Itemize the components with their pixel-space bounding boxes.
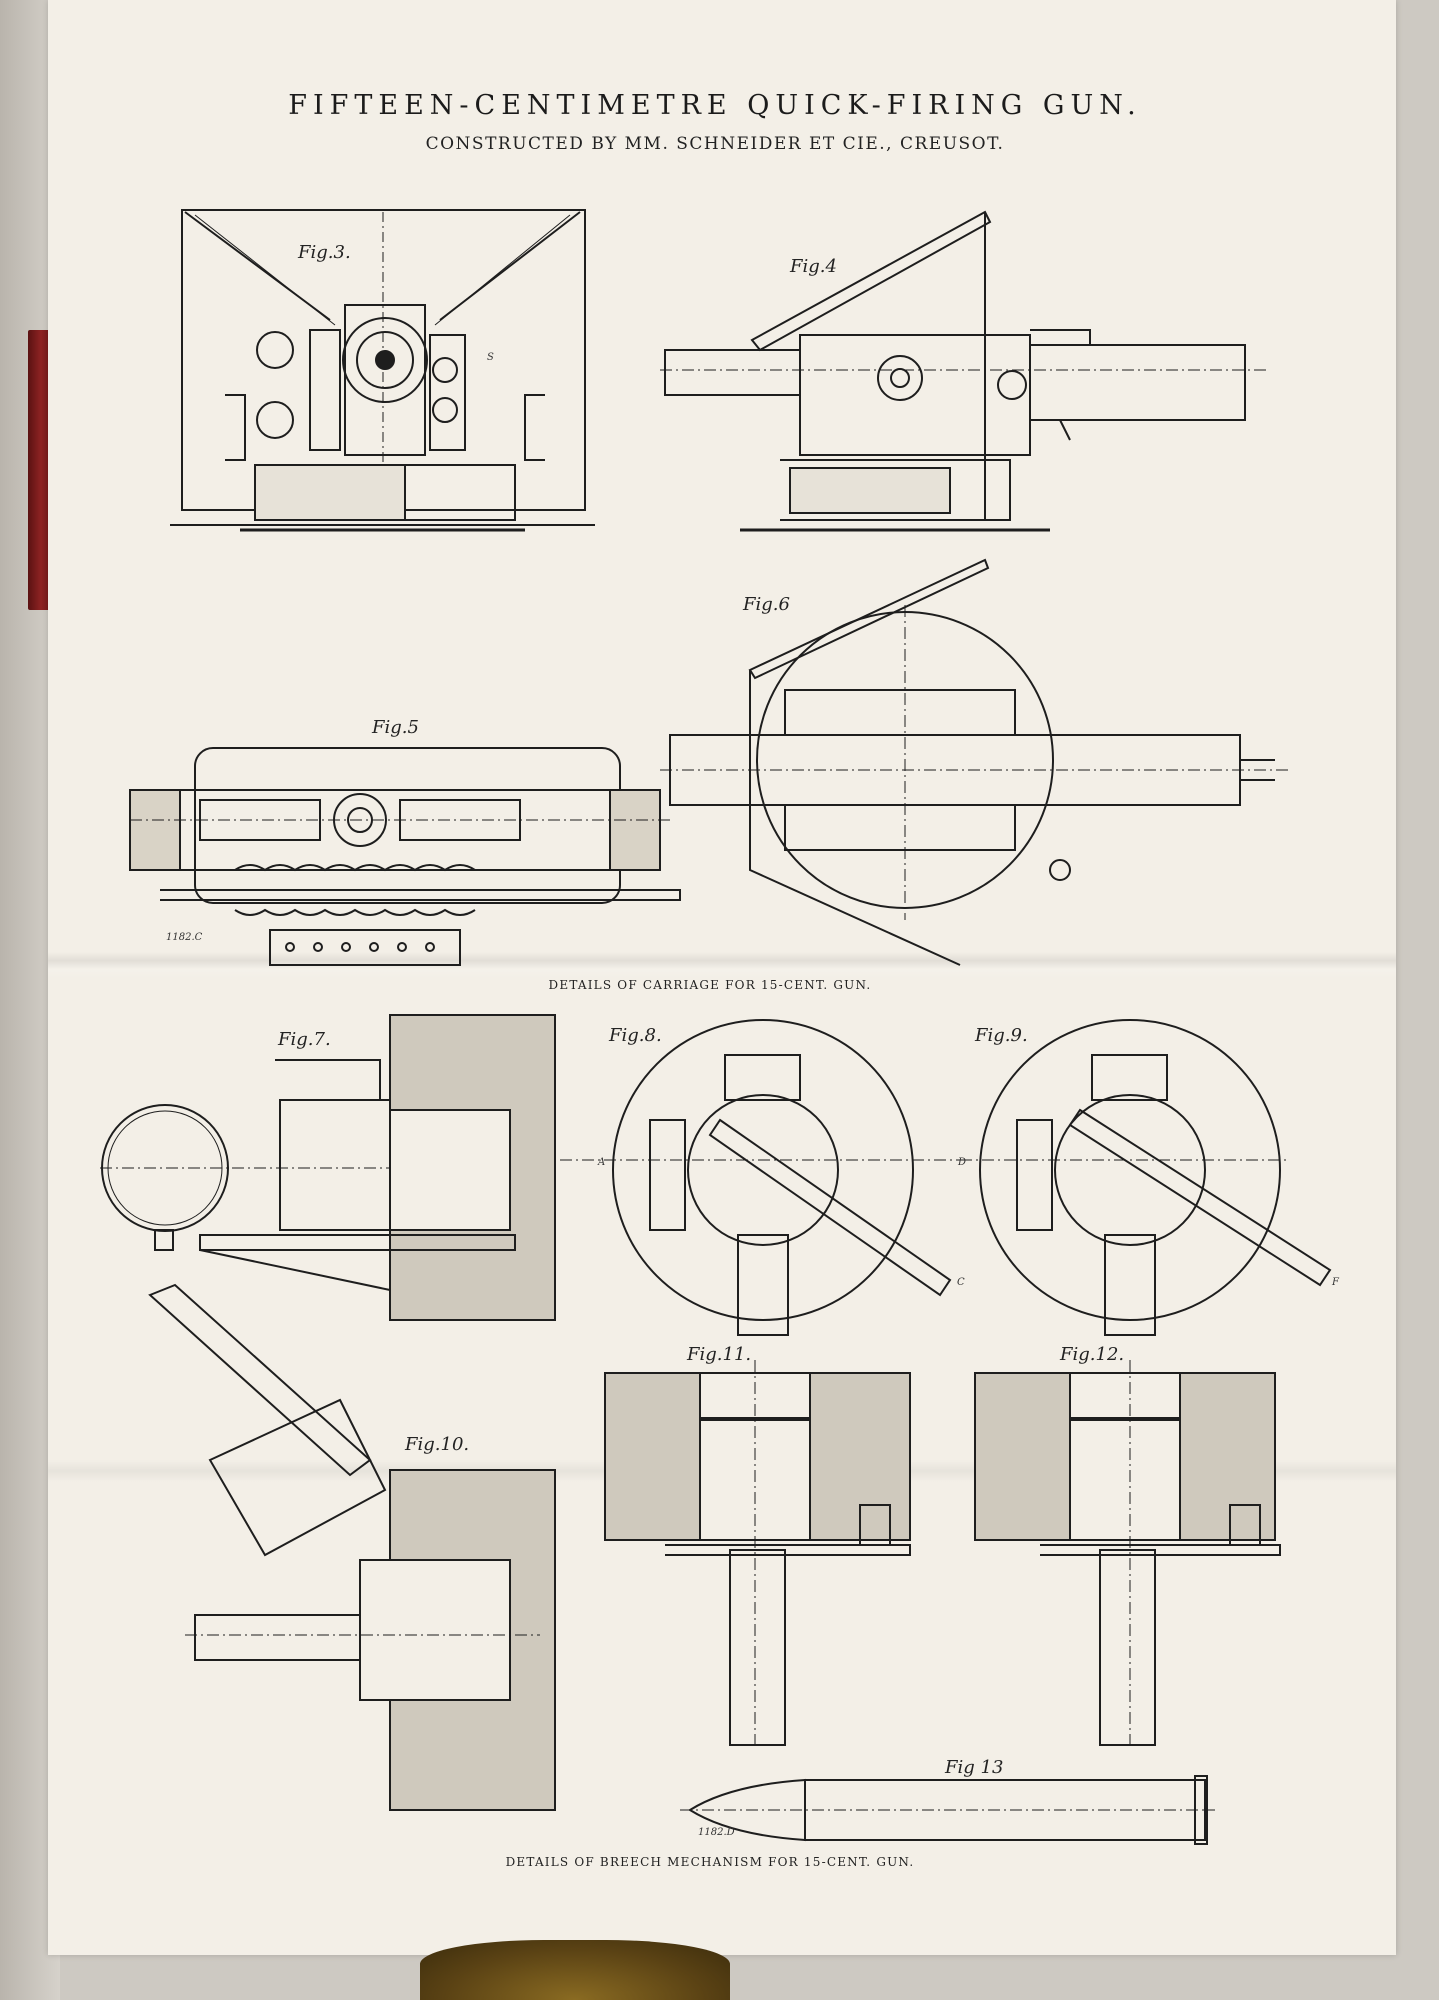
fig13-label: Fig 13 [944,1757,1003,1778]
fig3-label: Fig.3. [297,242,351,263]
reference-letter-a: A [597,1157,605,1168]
brass-bookstand-ornament [420,1940,730,2000]
fig10-label: Fig.10. [404,1434,469,1455]
fig12-label: Fig.12. [1059,1344,1124,1365]
fig11-label: Fig.11. [686,1344,751,1365]
fig6-label: Fig.6 [742,594,790,615]
fig5-drawing [129,747,681,966]
fig12-drawing [974,1360,1281,1750]
fig9-drawing [960,1019,1332,1336]
fig7-drawing [100,1014,556,1321]
engraver-mark-1: 1182.C [166,932,203,943]
folded-plate-sheet [48,0,1396,1955]
fig13-drawing [680,1775,1215,1845]
reference-letter-f: F [1331,1277,1340,1288]
reference-letter-d: D [957,1157,966,1168]
carriage-caption: DETAILS OF CARRIAGE FOR 15-CENT. GUN. [548,978,872,992]
fig4-label: Fig.4 [789,256,837,277]
fig8-drawing [560,1019,960,1336]
plate-subtitle: CONSTRUCTED BY MM. SCHNEIDER ET CIE., CR… [425,134,1005,154]
fig9-label: Fig.9. [974,1025,1028,1046]
fig4-drawing [660,210,1270,532]
fig8-label: Fig.8. [608,1025,662,1046]
reference-letter-s: S [487,352,494,363]
fig5-label: Fig.5 [371,717,419,738]
reference-letter-c: C [957,1277,965,1288]
engraver-mark-2: 1182.D [698,1827,735,1838]
fig3-drawing [170,209,595,532]
breech-caption: DETAILS OF BREECH MECHANISM FOR 15-CENT.… [505,1855,915,1869]
fig6-drawing [660,558,1290,966]
fig10-drawing [148,1283,556,1811]
plate-title: FIFTEEN-CENTIMETRE QUICK-FIRING GUN. [288,90,1142,121]
fig7-label: Fig.7. [277,1029,331,1050]
fig11-drawing [604,1360,911,1750]
